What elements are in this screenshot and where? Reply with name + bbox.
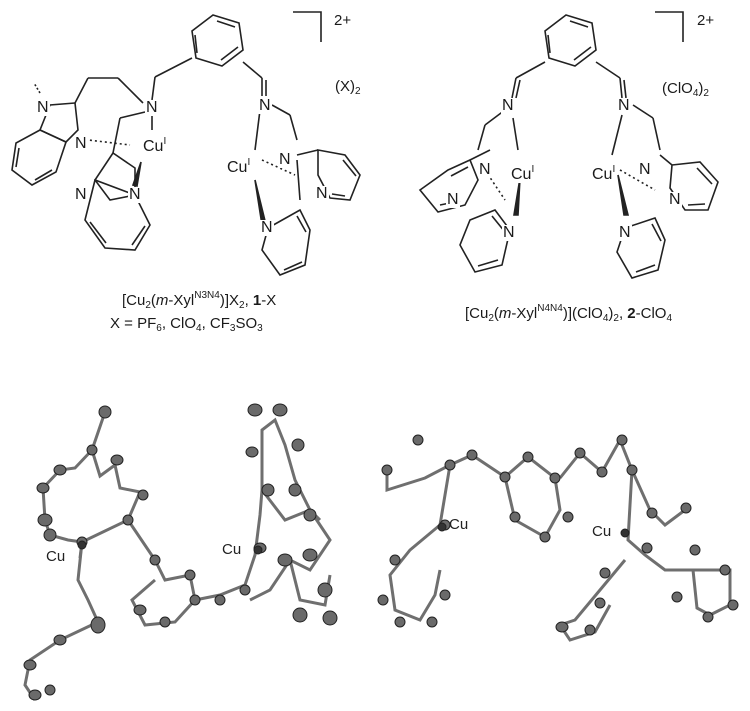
caption-text: -X (261, 292, 277, 309)
n-atom: N (668, 191, 682, 208)
cu-symbol: Cu (592, 166, 613, 183)
charge-label-2: 2+ (697, 12, 715, 29)
caption-text: X = PF (110, 315, 157, 332)
crystal-cu-label-1a: Cu (46, 548, 66, 565)
caption-text: -Xyl (511, 305, 538, 322)
caption-sub: 2 (488, 313, 494, 324)
caption-sup: N3N4 (194, 290, 220, 301)
n-atom: N (501, 97, 515, 114)
counterion-sub: 4 (692, 88, 699, 99)
caption-text: )]X (219, 292, 239, 309)
oxidation-state: I (247, 157, 251, 168)
n-atom: N (446, 191, 460, 208)
caption-sub: 2 (145, 300, 151, 311)
caption-text: -Xyl (168, 292, 195, 309)
cu-atom-left-1: CuI (142, 134, 168, 155)
compound-number: 1 (252, 292, 262, 309)
cu-symbol: Cu (143, 138, 164, 155)
caption-complex-1: [Cu2(m-XylN3N4)]X2, 1-X (122, 290, 276, 311)
caption-text: , (618, 305, 628, 322)
oxidation-state: I (163, 136, 167, 147)
caption-text: ( (150, 292, 156, 309)
caption-text: ) (608, 305, 614, 322)
counterion-sub: 2 (703, 88, 709, 99)
caption-complex-2: [Cu2(m-XylN4N4)](ClO4)2, 2-ClO4 (465, 303, 672, 324)
n-atom: N (502, 224, 516, 241)
n-atom: N (258, 97, 272, 114)
caption-complex-1-counterions: X = PF6, ClO4, CF3SO3 (110, 315, 263, 334)
counterion-text: ) (698, 80, 704, 97)
xylyl-ring-2 (544, 14, 597, 67)
counterion-label-1: (X)2 (335, 78, 361, 97)
n-atom: N (36, 99, 50, 116)
counterion-sub: 2 (355, 86, 361, 97)
n-atom: N (145, 99, 159, 116)
caption-text: , ClO (161, 315, 197, 332)
caption-text: [Cu (465, 305, 489, 322)
n-atom: N (478, 161, 492, 178)
caption-sub: 3 (257, 323, 263, 334)
caption-sup: N4N4 (537, 303, 563, 314)
cu-atom-right-2: CuI (591, 162, 617, 183)
crystal-cu-label-2a: Cu (449, 516, 469, 533)
cu-symbol: Cu (227, 159, 248, 176)
caption-sub: 4 (602, 313, 609, 324)
caption-italic: m (498, 305, 512, 322)
caption-sub: 2 (239, 300, 245, 311)
n-atom: N (315, 185, 329, 202)
cu-atom-right-1: CuI (226, 155, 252, 176)
caption-sub: 3 (229, 323, 236, 334)
crystal-cu-label-2b: Cu (592, 523, 612, 540)
n-atom: N (74, 135, 88, 152)
counterion-label-2: (ClO4)2 (662, 80, 709, 99)
n-atom: N (638, 161, 652, 178)
caption-text: [Cu (122, 292, 146, 309)
caption-text: -ClO (635, 305, 667, 322)
caption-sub: 4 (666, 313, 673, 324)
crystal-cu-label-1b: Cu (222, 541, 242, 558)
charge-label-1: 2+ (334, 12, 352, 29)
caption-text: , CF (201, 315, 230, 332)
oxidation-state: I (612, 164, 616, 175)
oxidation-state: I (531, 164, 535, 175)
n-atom: N (74, 186, 88, 203)
n-atom: N (278, 151, 292, 168)
n-atom: N (128, 186, 142, 203)
caption-sub: 2 (613, 313, 619, 324)
caption-text: ( (493, 305, 499, 322)
compound-number: 2 (627, 305, 636, 322)
cu-symbol: Cu (511, 166, 532, 183)
caption-sub: 6 (156, 323, 162, 334)
caption-sub: 4 (196, 323, 202, 334)
xylyl-ring-1 (191, 14, 244, 67)
cu-atom-left-2: CuI (510, 162, 536, 183)
caption-italic: m (155, 292, 169, 309)
n-atom: N (617, 97, 631, 114)
caption-text: SO (235, 315, 258, 332)
counterion-text: (ClO (662, 80, 693, 97)
n-atom: N (260, 219, 274, 236)
caption-text: )](ClO (562, 305, 603, 322)
counterion-text: (X) (335, 78, 355, 95)
n-atom: N (618, 224, 632, 241)
caption-text: , (244, 292, 253, 309)
